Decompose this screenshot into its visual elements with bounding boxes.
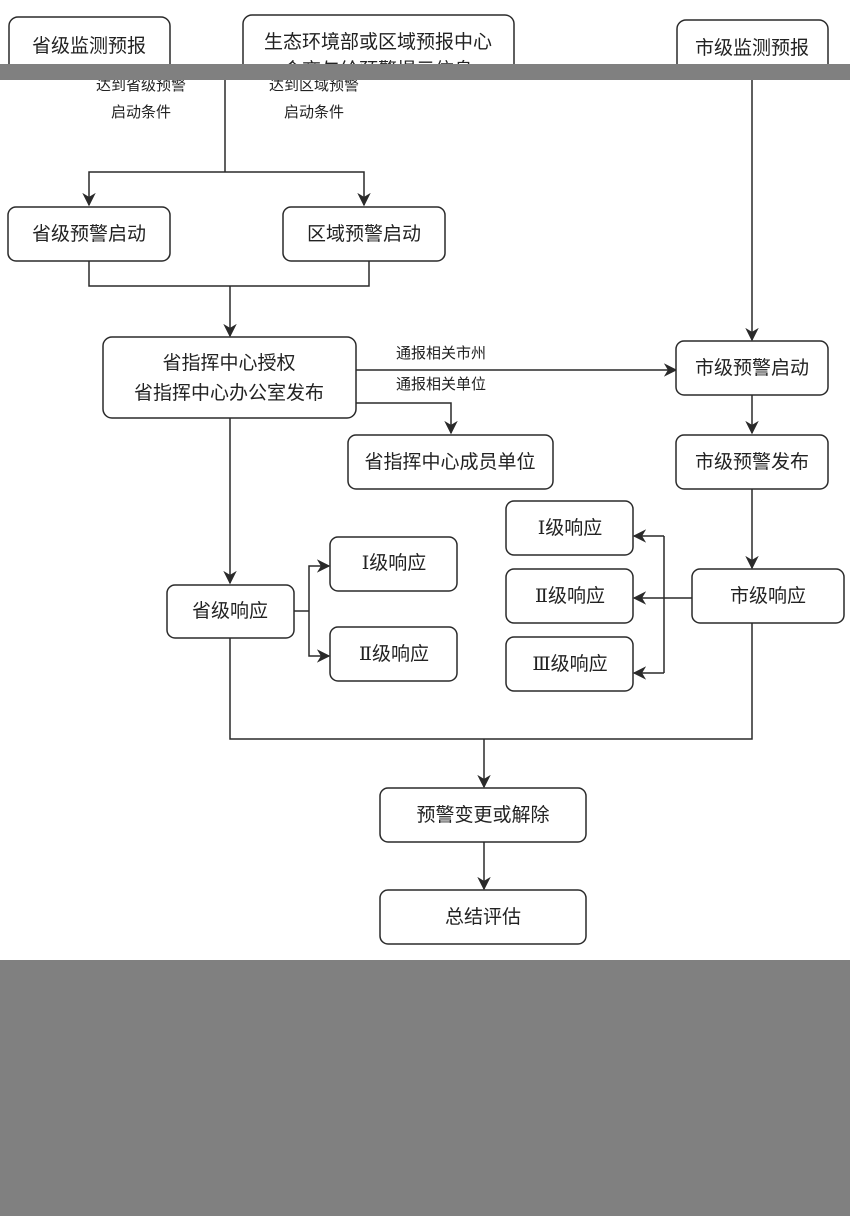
node-label: Ⅱ级响应 <box>535 585 605 607</box>
node-label: 市级监测预报 <box>695 37 809 59</box>
node-city-monitoring: 市级监测预报 <box>676 19 829 78</box>
connector-notify-units <box>356 402 458 435</box>
connector-prov-level2 <box>308 611 331 663</box>
node-city-warning-release: 市级预警发布 <box>675 434 829 490</box>
edge-label-regional-condition-2: 启动条件 <box>284 103 344 121</box>
node-prov-level1: Ⅰ级响应 <box>329 536 458 592</box>
node-label: 预警变更或解除 <box>416 804 549 826</box>
node-label: 市级响应 <box>730 585 806 607</box>
node-label: 总结评估 <box>445 906 521 928</box>
occlusion-band-top <box>0 64 850 80</box>
node-provincial-command: 省指挥中心授权 省指挥中心办公室发布 <box>102 336 357 419</box>
connector-prov-level1 <box>308 559 331 611</box>
node-label: Ⅱ级响应 <box>359 643 429 665</box>
edge-label-regional-condition-1: 达到区域预警 <box>269 76 359 94</box>
node-provincial-monitoring: 省级监测预报 <box>8 16 171 78</box>
node-city-warning-start: 市级预警启动 <box>675 340 829 396</box>
node-provincial-warning-start: 省级预警启动 <box>7 206 171 262</box>
connector-response-merge <box>229 623 753 740</box>
node-prov-level2: Ⅱ级响应 <box>329 626 458 682</box>
connectors <box>82 70 759 891</box>
node-label: 省级监测预报 <box>32 35 146 57</box>
edge-label-notify-cities: 通报相关市州 <box>396 344 486 362</box>
node-label-line1: 生态环境部或区域预报中心 <box>264 31 492 53</box>
node-city-level1: Ⅰ级响应 <box>505 500 634 556</box>
node-warning-change: 预警变更或解除 <box>379 787 587 843</box>
node-summary: 总结评估 <box>379 889 587 945</box>
node-label: Ⅰ级响应 <box>362 552 427 574</box>
node-provincial-response: 省级响应 <box>166 584 295 639</box>
connector-merge <box>88 261 370 287</box>
node-label: 省指挥中心成员单位 <box>364 451 535 473</box>
node-label: 区域预警启动 <box>307 223 421 245</box>
node-label: Ⅰ级响应 <box>538 517 603 539</box>
edge-label-provincial-condition-1: 达到省级预警 <box>96 76 186 94</box>
node-city-level2: Ⅱ级响应 <box>505 568 634 624</box>
node-label-line2: 省指挥中心办公室发布 <box>134 382 324 404</box>
node-city-response: 市级响应 <box>691 568 845 624</box>
edge-label-provincial-condition-2: 启动条件 <box>111 103 171 121</box>
connector-split-left <box>82 171 225 207</box>
node-label-line1: 省指挥中心授权 <box>162 352 295 374</box>
node-label: 市级预警发布 <box>695 451 809 473</box>
node-city-level3: Ⅲ级响应 <box>505 636 634 692</box>
node-label: Ⅲ级响应 <box>532 653 607 675</box>
edge-label-notify-units: 通报相关单位 <box>396 375 486 393</box>
occlusion-band-bottom <box>0 960 850 1216</box>
node-command-member-units: 省指挥中心成员单位 <box>347 434 554 490</box>
node-label: 省级预警启动 <box>32 223 146 245</box>
node-regional-warning-start: 区域预警启动 <box>282 206 446 262</box>
node-label: 市级预警启动 <box>695 357 809 379</box>
node-label: 省级响应 <box>192 600 268 622</box>
connector-split-right <box>225 171 371 207</box>
